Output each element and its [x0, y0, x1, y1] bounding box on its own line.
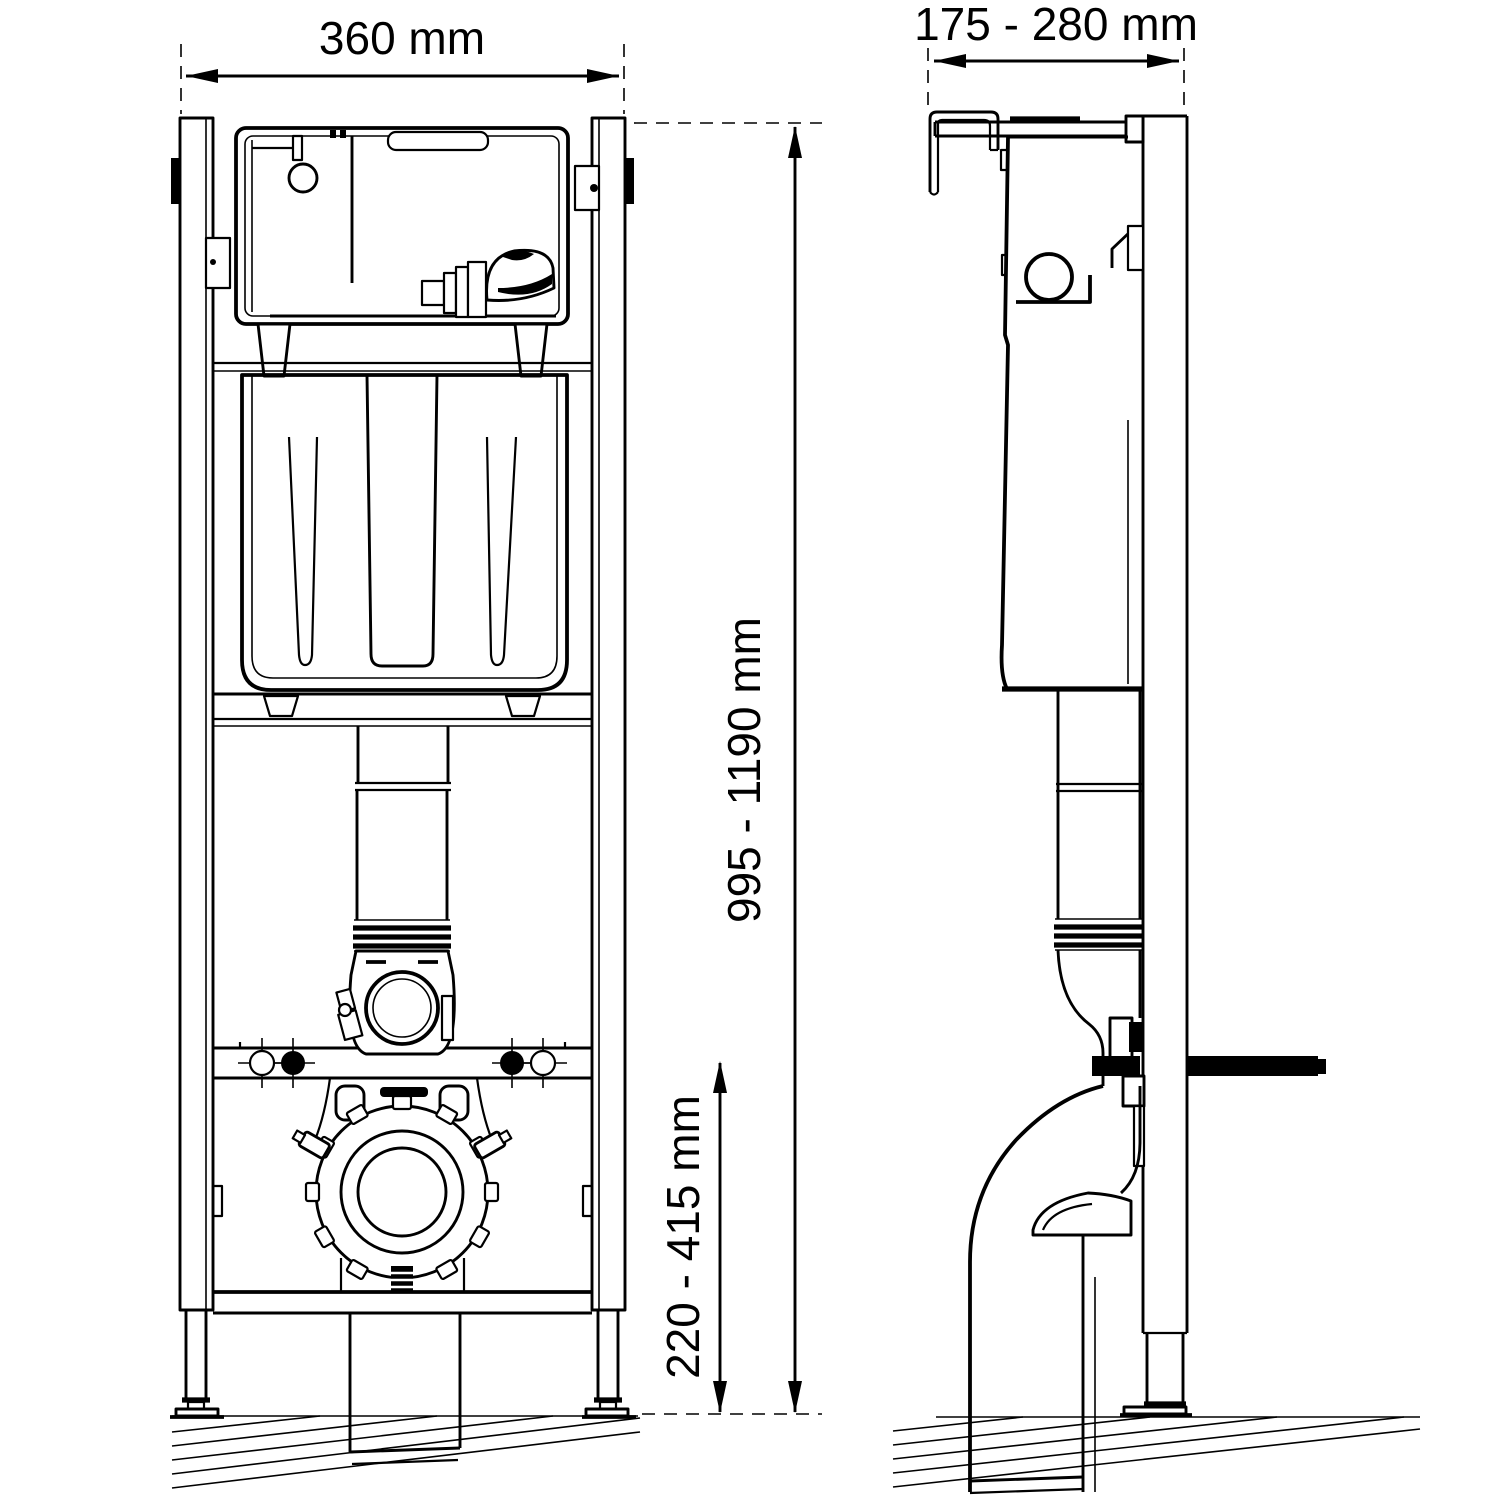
bottom-crossbar: [213, 1290, 592, 1315]
fixing-bolt: [500, 1051, 524, 1075]
floor-hatch-front: [171, 1415, 641, 1489]
dimension-annotations: 360 mm 175 - 280 mm 995 - 1190 mm 220 - …: [180, 0, 1198, 1415]
arrowhead-left: [186, 69, 218, 83]
cistern-side: [999, 135, 1145, 692]
fixing-hole: [248, 1049, 276, 1077]
flush-pipe-side: [1054, 689, 1144, 1086]
side-view: [892, 110, 1421, 1495]
dimension-frame-width: 360 mm: [180, 12, 625, 114]
arrowhead-right: [1147, 54, 1179, 68]
arrowhead-top: [788, 126, 802, 158]
outlet-height-label: 220 - 415 mm: [657, 1095, 709, 1379]
dimension-outlet-height: 220 - 415 mm: [657, 1061, 727, 1413]
frame-right-rail: [573, 116, 634, 1312]
wall-bracket-hook: [928, 110, 1000, 196]
dimension-frame-height: 995 - 1190 mm: [634, 122, 822, 1415]
dimension-install-depth: 175 - 280 mm: [914, 0, 1198, 112]
arrowhead-bottom: [713, 1381, 727, 1413]
threaded-rod: [1092, 1056, 1326, 1168]
outlet-horn: [1031, 1191, 1133, 1237]
fixing-bolt: [281, 1051, 305, 1075]
cistern-front: [213, 126, 592, 378]
drain-flange: [291, 1077, 513, 1292]
brand-mark: [380, 1087, 428, 1097]
elbow-socket: [364, 970, 440, 1046]
outlet-elbow-side: [968, 1084, 1142, 1495]
frame-height-label: 995 - 1190 mm: [718, 617, 770, 923]
arrowhead-top: [713, 1061, 727, 1093]
frame-left-rail: [171, 116, 232, 1312]
fill-valve: [420, 248, 556, 319]
frame-rail-side: [933, 114, 1189, 1333]
install-depth-label: 175 - 280 mm: [914, 0, 1198, 50]
flush-pipe-front: [335, 726, 456, 1056]
drain-pipe-below-floor-front: [348, 1313, 462, 1466]
arrowhead-left: [934, 54, 966, 68]
protection-box-tank: [213, 373, 592, 727]
fixing-hole: [529, 1049, 557, 1077]
adjustable-foot-left: [170, 1310, 224, 1419]
cistern-hole: [287, 162, 319, 194]
frame-width-label: 360 mm: [319, 12, 485, 64]
arrowhead-bottom: [788, 1381, 802, 1413]
adjustable-foot-right: [582, 1310, 636, 1419]
arrowhead-right: [587, 69, 619, 83]
front-view: [170, 116, 641, 1489]
adjustable-foot-side: [1120, 1331, 1192, 1417]
outlet-opening: [339, 1129, 465, 1255]
floor-hatch-side: [892, 1416, 1421, 1488]
cistern-side-hole: [1024, 252, 1074, 302]
